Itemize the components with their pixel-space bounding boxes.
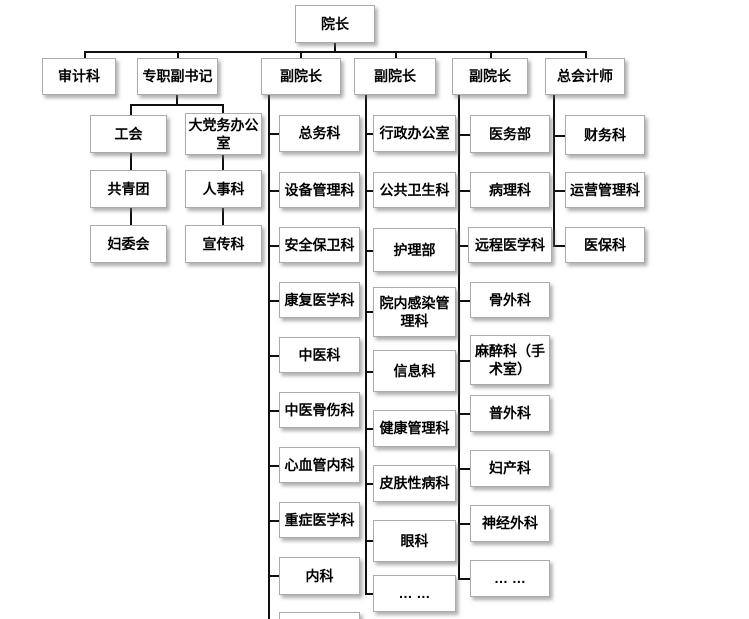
tick-acct-1 <box>553 135 565 137</box>
node-pathology: 病理科 <box>470 172 550 208</box>
node-tcm-dept: 中医科 <box>279 337 360 373</box>
tick-vp3-8 <box>458 523 470 525</box>
node-operations-mgmt: 运营管理科 <box>565 172 645 208</box>
node-chief-accountant: 总会计师 <box>545 58 625 95</box>
tick-vp2-1 <box>365 133 373 135</box>
node-health-mgmt: 健康管理科 <box>373 410 456 447</box>
tick-vp1-1 <box>268 133 279 135</box>
node-anesthesiology: 麻醉科（手术室） <box>470 335 550 385</box>
tick-vp2-3 <box>365 250 373 252</box>
connector-secretary-left-stub <box>130 104 132 115</box>
connector-stub-audit <box>84 51 86 59</box>
node-president: 院长 <box>295 5 375 43</box>
node-clipped-bottom <box>279 612 360 619</box>
node-general-surgery: 普外科 <box>470 395 550 432</box>
connector-union-youth <box>130 153 132 170</box>
node-medical-affairs: 医务部 <box>470 115 550 153</box>
connector-youth-women <box>130 208 132 225</box>
tick-vp3-9 <box>458 578 470 580</box>
connector-secretary-down <box>176 95 178 104</box>
node-cardiology: 心血管内科 <box>279 447 360 483</box>
tick-vp1-6 <box>268 410 279 412</box>
node-telemedicine: 远程医学科 <box>468 227 552 263</box>
tick-vp2-5 <box>365 371 373 373</box>
node-internal-medicine: 内科 <box>279 557 360 595</box>
tick-vp1-4 <box>268 300 279 302</box>
node-rehab-medicine: 康复医学科 <box>279 282 360 318</box>
tick-vp1-2 <box>268 190 279 192</box>
tick-vp1-3 <box>268 245 279 247</box>
node-dermatology: 皮肤性病科 <box>373 465 456 502</box>
spine-accountant <box>553 95 555 246</box>
connector-main-horizontal <box>84 51 586 53</box>
spine-vp2 <box>365 95 367 594</box>
node-publicity-dept: 宣传科 <box>185 225 262 263</box>
tick-vp3-6 <box>458 413 470 415</box>
tick-vp3-1 <box>458 134 470 136</box>
node-vice-president-2: 副院长 <box>354 58 436 95</box>
node-vice-president-1: 副院长 <box>261 58 341 95</box>
tick-vp3-7 <box>458 468 470 470</box>
node-ophthalmology: 眼科 <box>373 520 456 562</box>
tick-vp2-9 <box>365 593 373 595</box>
node-nursing-dept: 护理部 <box>373 228 456 272</box>
node-hr-dept: 人事科 <box>185 170 262 208</box>
tick-vp1-5 <box>268 355 279 357</box>
tick-acct-2 <box>553 190 565 192</box>
tick-vp3-5 <box>458 360 470 362</box>
tick-vp2-2 <box>365 190 373 192</box>
node-vice-president-3: 副院长 <box>452 58 528 95</box>
node-public-health: 公共卫生科 <box>373 172 456 208</box>
spine-vp1 <box>268 95 270 619</box>
tick-vp2-4 <box>365 311 373 313</box>
connector-stub-accountant <box>585 51 587 59</box>
node-equipment-mgmt: 设备管理科 <box>279 172 360 208</box>
node-obgyn: 妇产科 <box>470 450 550 487</box>
node-audit-dept: 审计科 <box>42 58 116 95</box>
connector-secretary-right-stub <box>222 104 224 114</box>
node-admin-office: 行政办公室 <box>373 115 456 152</box>
node-tcm-orthopedics: 中医骨伤科 <box>279 392 360 428</box>
node-orthopedic-surgery: 骨外科 <box>470 282 550 318</box>
node-general-affairs: 总务科 <box>279 115 360 152</box>
tick-vp2-6 <box>365 428 373 430</box>
tick-vp3-3 <box>458 245 470 247</box>
connector-party-hr <box>222 155 224 170</box>
node-medical-insurance: 医保科 <box>565 227 645 263</box>
node-vp3-ellipsis: … … <box>470 560 550 597</box>
node-labor-union: 工会 <box>90 115 167 153</box>
connector-stub-secretary <box>177 51 179 59</box>
tick-vp2-8 <box>365 540 373 542</box>
node-information-dept: 信息科 <box>373 350 456 392</box>
tick-vp1-9 <box>268 575 279 577</box>
node-deputy-party-secretary: 专职副书记 <box>137 58 218 95</box>
node-critical-care: 重症医学科 <box>279 502 360 538</box>
node-security-dept: 安全保卫科 <box>279 227 360 263</box>
connector-stub-vp2 <box>395 51 397 59</box>
node-vp2-ellipsis: … … <box>373 575 456 612</box>
spine-vp3 <box>458 95 460 579</box>
tick-vp3-4 <box>458 300 470 302</box>
node-finance-dept: 财务科 <box>565 115 645 155</box>
connector-stub-vp3 <box>490 51 492 59</box>
tick-vp1-7 <box>268 465 279 467</box>
tick-acct-3 <box>553 245 565 247</box>
node-infection-control: 院内感染管理科 <box>373 287 456 337</box>
tick-vp1-8 <box>268 520 279 522</box>
connector-root-stub <box>334 43 336 51</box>
node-party-affairs-office: 大党务办公室 <box>185 113 262 155</box>
connector-secretary-split <box>130 104 224 106</box>
connector-stub-vp1 <box>300 51 302 59</box>
tick-vp3-2 <box>458 190 470 192</box>
node-youth-league: 共青团 <box>90 170 167 208</box>
connector-hr-publicity <box>222 208 224 225</box>
node-women-committee: 妇委会 <box>90 225 167 263</box>
tick-vp2-7 <box>365 483 373 485</box>
node-neurosurgery: 神经外科 <box>470 505 550 542</box>
